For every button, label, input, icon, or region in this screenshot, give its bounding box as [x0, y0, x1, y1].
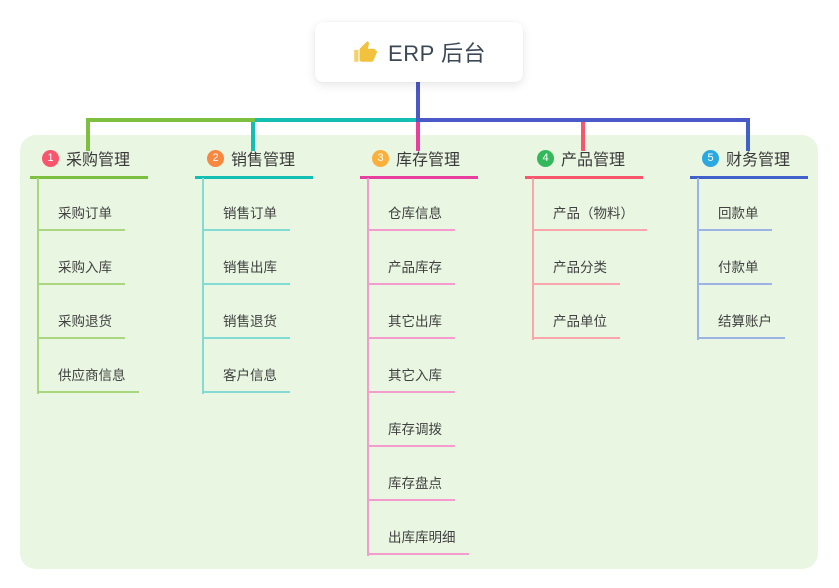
mindmap-node[interactable]: 仓库信息	[367, 204, 455, 231]
branch-underline	[360, 176, 478, 179]
mindmap-node[interactable]: 销售订单	[202, 204, 290, 231]
mindmap-node[interactable]: 采购订单	[37, 204, 125, 231]
branch-number-badge: 1	[42, 149, 59, 167]
mindmap-node[interactable]: 客户信息	[202, 366, 290, 393]
mindmap-node[interactable]: 产品（物料）	[532, 204, 647, 231]
branch-child-rail	[37, 178, 39, 394]
thumbs-up-icon	[352, 39, 378, 65]
connector-horizontal-mid	[253, 118, 420, 122]
branch-label: 产品管理	[561, 152, 626, 169]
mindmap-node[interactable]: 其它入库	[367, 366, 455, 393]
branch-header-sales[interactable]: 2 销售管理	[207, 146, 295, 170]
branch-underline	[30, 176, 148, 179]
mindmap-node[interactable]: 付款单	[697, 258, 772, 285]
mindmap-node[interactable]: 出库库明细	[367, 528, 469, 555]
connector-stub-product	[581, 118, 585, 151]
branch-underline	[690, 176, 808, 179]
mindmap-node[interactable]: 结算账户	[697, 312, 785, 339]
mindmap-node[interactable]: 产品单位	[532, 312, 620, 339]
branch-header-purchase[interactable]: 1 采购管理	[42, 146, 130, 170]
mindmap-panel	[20, 135, 818, 569]
branch-label: 采购管理	[66, 152, 131, 169]
branch-label: 库存管理	[396, 152, 461, 169]
mindmap-node[interactable]: 供应商信息	[37, 366, 139, 393]
branch-header-inventory[interactable]: 3 库存管理	[372, 146, 460, 170]
mindmap-node[interactable]: 产品库存	[367, 258, 455, 285]
mindmap-node[interactable]: 销售退货	[202, 312, 290, 339]
mindmap-node[interactable]: 采购入库	[37, 258, 125, 285]
mindmap-node[interactable]: 其它出库	[367, 312, 455, 339]
branch-child-rail	[202, 178, 204, 394]
root-node-label: ERP 后台	[388, 41, 486, 66]
connector-stub-inventory	[416, 118, 420, 151]
mindmap-node[interactable]: 销售出库	[202, 258, 290, 285]
branch-number-badge: 5	[702, 149, 719, 167]
branch-number-badge: 4	[537, 149, 554, 167]
mindmap-node[interactable]: 回款单	[697, 204, 772, 231]
branch-header-finance[interactable]: 5 财务管理	[702, 146, 790, 170]
branch-label: 销售管理	[231, 152, 296, 169]
branch-label: 财务管理	[726, 152, 791, 169]
connector-stub-purchase	[86, 118, 90, 151]
branch-header-product[interactable]: 4 产品管理	[537, 146, 625, 170]
mindmap-node[interactable]: 产品分类	[532, 258, 620, 285]
mindmap-node[interactable]: 库存盘点	[367, 474, 455, 501]
connector-stub-finance	[746, 118, 750, 151]
mindmap-node[interactable]: 库存调拨	[367, 420, 455, 447]
branch-number-badge: 2	[207, 149, 224, 167]
branch-underline	[525, 176, 643, 179]
mindmap-node[interactable]: 采购退货	[37, 312, 125, 339]
root-connector-line	[416, 82, 420, 122]
branch-child-rail	[367, 178, 369, 556]
connector-horizontal-right	[418, 118, 750, 122]
connector-stub-sales	[251, 118, 255, 151]
connector-horizontal-left	[86, 118, 255, 122]
root-node[interactable]: ERP 后台	[315, 22, 523, 82]
branch-number-badge: 3	[372, 149, 389, 167]
branch-child-rail	[532, 178, 534, 340]
branch-child-rail	[697, 178, 699, 340]
branch-underline	[195, 176, 313, 179]
